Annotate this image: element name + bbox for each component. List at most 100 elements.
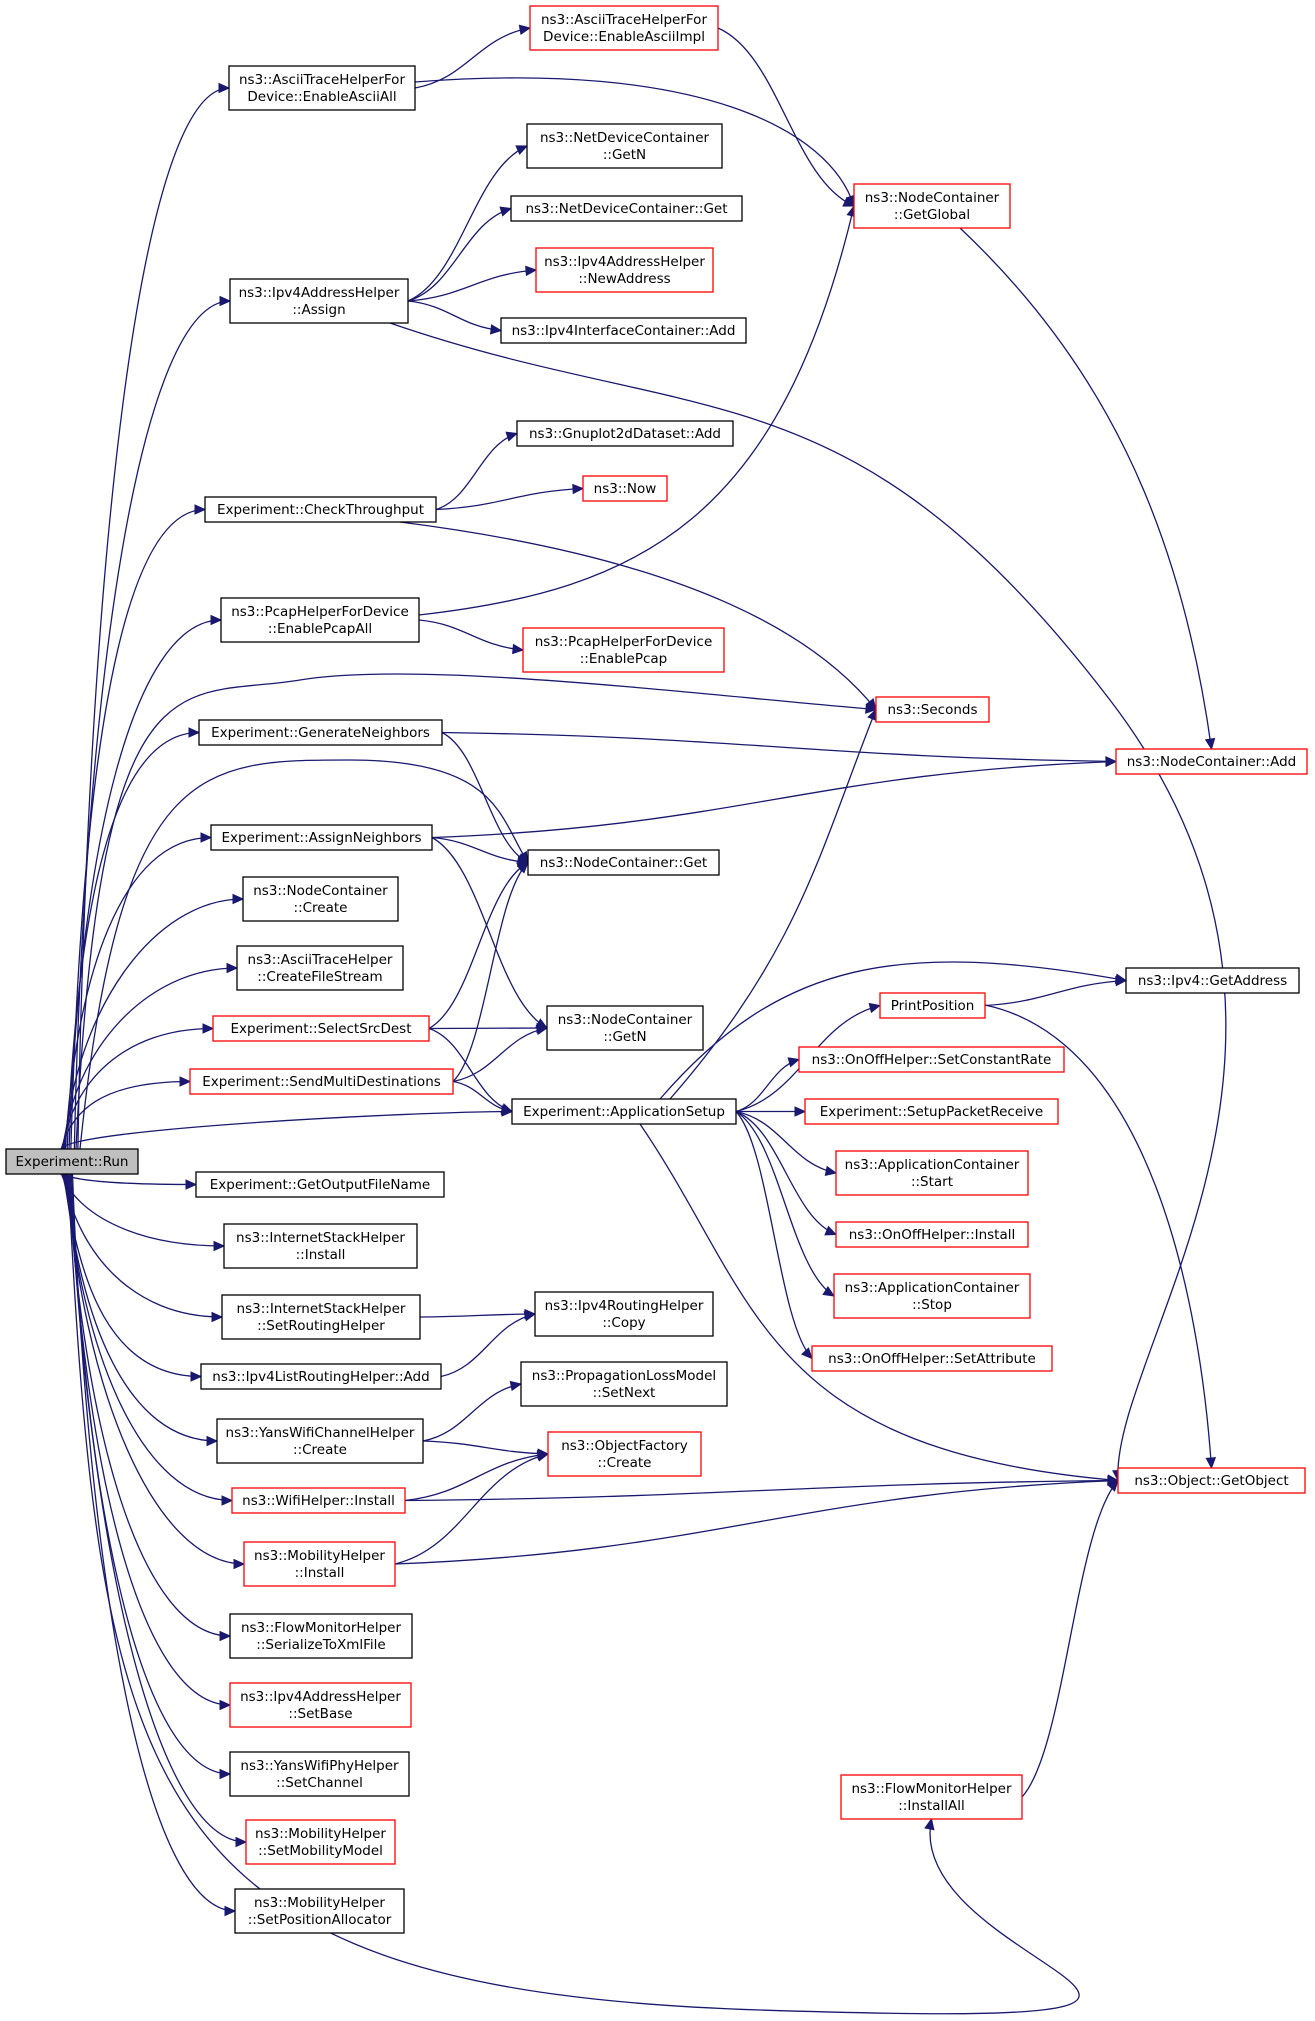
arrowhead — [490, 324, 503, 335]
node-obj-get-object[interactable]: ns3::Object::GetObject — [1117, 1467, 1306, 1494]
node-ascii-create[interactable]: ns3::AsciiTraceHelper::CreateFileStream — [236, 945, 404, 991]
node-ascii-impl[interactable]: ns3::AsciiTraceHelperForDevice::EnableAs… — [529, 5, 719, 51]
node-mob-set-pos[interactable]: ns3::MobilityHelper::SetPositionAllocato… — [234, 1888, 405, 1934]
call-edge-ipv4-assign-to-obj-get-object — [389, 322, 1227, 1481]
node-select-src[interactable]: Experiment::SelectSrcDest — [212, 1015, 430, 1042]
node-ipv4-ifc-add[interactable]: ns3::Ipv4InterfaceContainer::Add — [500, 317, 747, 344]
node-label: ns3::AsciiTraceHelperFor — [541, 12, 707, 28]
node-seconds[interactable]: ns3::Seconds — [875, 696, 990, 723]
node-box — [243, 1541, 396, 1587]
node-box — [200, 1363, 442, 1390]
node-send-multi[interactable]: Experiment::SendMultiDestinations — [189, 1068, 454, 1095]
node-label: ns3::FlowMonitorHelper — [241, 1620, 401, 1636]
node-box — [234, 1888, 405, 1934]
node-run[interactable]: Experiment::Run — [5, 1148, 139, 1175]
node-mob-install[interactable]: ns3::MobilityHelper::Install — [243, 1541, 396, 1587]
node-box — [516, 420, 734, 447]
call-edge-run-to-ipv4-list-add — [62, 1173, 202, 1378]
arrowhead — [525, 265, 538, 277]
call-edge-run-to-seconds — [75, 673, 877, 1150]
node-pcap[interactable]: ns3::PcapHelperForDevice::EnablePcap — [522, 627, 725, 673]
arrowhead — [1205, 1457, 1217, 1470]
node-label: ::Stop — [912, 1297, 952, 1313]
node-inet-install[interactable]: ns3::InternetStackHelper::Install — [223, 1223, 418, 1269]
node-obj-fact-create[interactable]: ns3::ObjectFactory::Create — [547, 1431, 702, 1477]
node-yans-chan-create[interactable]: ns3::YansWifiChannelHelper::Create — [216, 1418, 424, 1464]
call-edge-pcap-all-to-nc-get-global — [418, 205, 855, 616]
node-onoff-set-attr[interactable]: ns3::OnOffHelper::SetAttribute — [811, 1345, 1053, 1372]
arrowhead — [515, 145, 529, 156]
node-wifi-install[interactable]: ns3::WifiHelper::Install — [231, 1487, 406, 1514]
arrowhead — [801, 1347, 813, 1360]
call-edge-send-multi-to-nc-get — [452, 862, 529, 1082]
node-pcap-all[interactable]: ns3::PcapHelperForDevice::EnablePcapAll — [220, 597, 420, 643]
node-nc-create[interactable]: ns3::NodeContainer::Create — [242, 876, 399, 922]
node-label: ns3::PcapHelperForDevice — [535, 634, 713, 650]
node-gen-neigh[interactable]: Experiment::GenerateNeighbors — [198, 719, 443, 746]
call-edge-gen-neigh-to-nc-add — [441, 731, 1117, 763]
node-label: ::InstallAll — [898, 1798, 964, 1814]
node-setup-recv[interactable]: Experiment::SetupPacketReceive — [804, 1098, 1059, 1125]
call-edge-check-tp-to-now — [435, 487, 584, 511]
arrowhead — [233, 1558, 246, 1570]
node-ipv4-list-add[interactable]: ns3::Ipv4ListRoutingHelper::Add — [200, 1363, 442, 1390]
call-edge-run-to-nc-create — [63, 898, 244, 1150]
node-print-pos[interactable]: PrintPosition — [879, 992, 986, 1019]
node-flow-serialize[interactable]: ns3::FlowMonitorHelper::SerializeToXmlFi… — [229, 1613, 413, 1659]
call-edge-run-to-flow-install-all — [67, 1173, 1080, 2015]
node-label: ns3::Ipv4AddressHelper — [239, 285, 400, 301]
node-now[interactable]: ns3::Now — [582, 475, 668, 502]
node-label: ::SetChannel — [276, 1775, 363, 1791]
call-edge-run-to-ascii-create — [62, 967, 238, 1150]
node-ipv4-routing-copy[interactable]: ns3::Ipv4RoutingHelper::Copy — [534, 1291, 714, 1337]
node-label: ::EnablePcapAll — [268, 621, 372, 637]
node-onoff-install[interactable]: ns3::OnOffHelper::Install — [835, 1221, 1029, 1248]
call-edge-pcap-all-to-pcap — [418, 619, 524, 651]
node-label: ns3::ApplicationContainer — [845, 1280, 1020, 1296]
node-inet-set-routing[interactable]: ns3::InternetStackHelper::SetRoutingHelp… — [221, 1294, 421, 1340]
call-edge-ipv4-assign-to-ipv4-ifc-add — [407, 300, 502, 332]
node-app-start[interactable]: ns3::ApplicationContainer::Start — [835, 1150, 1029, 1196]
node-app-setup[interactable]: Experiment::ApplicationSetup — [511, 1098, 737, 1125]
arrowhead — [179, 1076, 192, 1087]
node-flow-install-all[interactable]: ns3::FlowMonitorHelper::InstallAll — [840, 1774, 1023, 1820]
node-ipv4-new-addr[interactable]: ns3::Ipv4AddressHelper::NewAddress — [535, 247, 714, 293]
node-ascii-all[interactable]: ns3::AsciiTraceHelperForDevice::EnableAs… — [228, 65, 416, 111]
edge-layer — [60, 24, 1227, 2015]
node-ipv4-get-addr[interactable]: ns3::Ipv4::GetAddress — [1125, 967, 1300, 994]
node-app-stop[interactable]: ns3::ApplicationContainer::Stop — [833, 1273, 1031, 1319]
node-ndc-get[interactable]: ns3::NetDeviceContainer::Get — [510, 195, 743, 222]
node-box — [229, 1682, 412, 1728]
node-box — [1125, 967, 1300, 994]
node-label: ::Install — [296, 1247, 346, 1263]
node-label: ns3::NodeContainer — [253, 883, 388, 899]
arrowhead — [213, 1240, 226, 1252]
node-box — [853, 183, 1011, 229]
node-nc-add[interactable]: ns3::NodeContainer::Add — [1115, 748, 1308, 775]
node-check-tp[interactable]: Experiment::CheckThroughput — [204, 496, 437, 523]
node-prop-set-next[interactable]: ns3::PropagationLossModel::SetNext — [520, 1361, 728, 1407]
node-nc-get-n[interactable]: ns3::NodeContainer::GetN — [546, 1005, 704, 1051]
node-gnuplot-add[interactable]: ns3::Gnuplot2dDataset::Add — [516, 420, 734, 447]
node-assign-neigh[interactable]: Experiment::AssignNeighbors — [210, 824, 433, 851]
node-yans-phy-set-chan[interactable]: ns3::YansWifiPhyHelper::SetChannel — [229, 1751, 410, 1797]
arrowhead — [536, 1451, 550, 1462]
node-ndc-get-n[interactable]: ns3::NetDeviceContainer::GetN — [526, 123, 723, 169]
node-label: ns3::MobilityHelper — [254, 1548, 385, 1564]
node-label: ns3::OnOffHelper::SetConstantRate — [812, 1052, 1052, 1068]
call-edge-ipv4-list-add-to-ipv4-routing-copy — [440, 1313, 536, 1378]
node-box — [520, 1361, 728, 1407]
call-edge-app-setup-to-app-start — [735, 1110, 837, 1174]
node-nc-get-global[interactable]: ns3::NodeContainer::GetGlobal — [853, 183, 1011, 229]
node-ipv4-assign[interactable]: ns3::Ipv4AddressHelper::Assign — [229, 278, 409, 324]
node-nc-get[interactable]: ns3::NodeContainer::Get — [527, 849, 720, 876]
node-box — [229, 1613, 413, 1659]
call-edge-send-multi-to-nc-get-n — [452, 1027, 548, 1083]
node-box — [811, 1345, 1053, 1372]
node-box — [582, 475, 668, 502]
node-onoff-rate[interactable]: ns3::OnOffHelper::SetConstantRate — [798, 1046, 1065, 1073]
node-ipv4-set-base[interactable]: ns3::Ipv4AddressHelper::SetBase — [229, 1682, 412, 1728]
node-get-output[interactable]: Experiment::GetOutputFileName — [195, 1171, 445, 1198]
node-mob-set-model[interactable]: ns3::MobilityHelper::SetMobilityModel — [245, 1819, 396, 1865]
node-box — [189, 1068, 454, 1095]
